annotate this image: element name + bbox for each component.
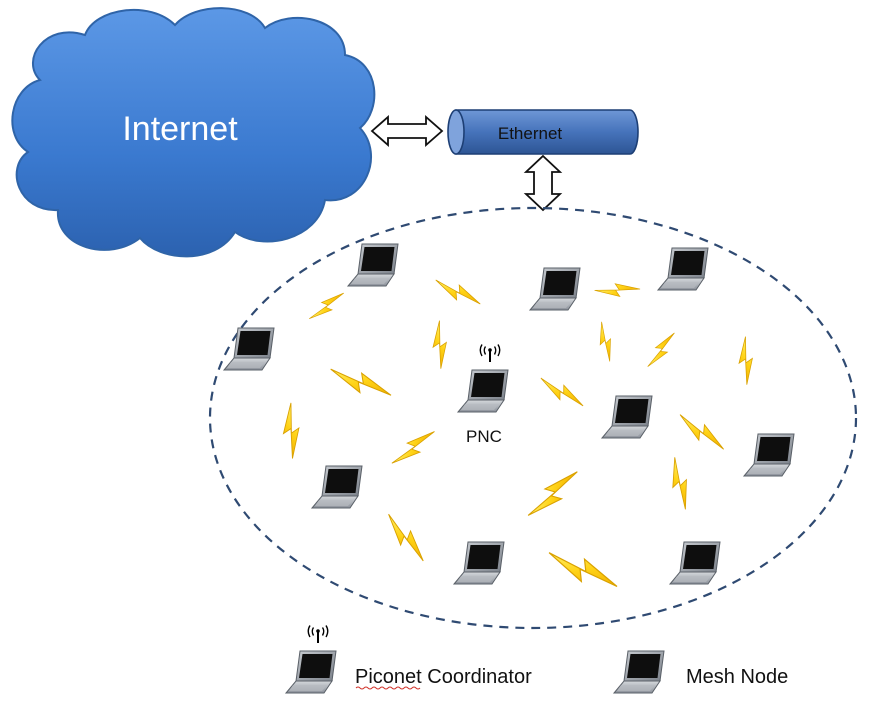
wireless-link-icon	[308, 284, 345, 327]
wireless-link-icon	[432, 279, 484, 305]
mesh-node-laptop-icon	[613, 650, 665, 694]
internet-cloud: Internet	[11, 7, 376, 258]
wireless-link-icon	[647, 327, 675, 372]
legend-mesh-node-label: Mesh Node	[686, 666, 788, 688]
mesh-node-laptop-icon	[529, 267, 581, 311]
ethernet-mesh-arrow	[523, 154, 563, 212]
wireless-link-icon	[545, 552, 621, 588]
mesh-node-laptop-icon	[601, 395, 653, 439]
coordinator-laptop-icon	[285, 650, 337, 694]
legend-coordinator: Piconet Coordinator	[285, 624, 532, 694]
legend-coordinator-label: Piconet Coordinator	[355, 666, 532, 688]
mesh-nodes	[223, 243, 795, 585]
wireless-link-icon	[673, 414, 731, 450]
ethernet-label: Ethernet	[498, 124, 563, 143]
ethernet-bus: Ethernet	[447, 109, 639, 155]
legend: Piconet Coordinator Mesh Node	[285, 624, 788, 694]
wireless-link-icon	[536, 377, 588, 407]
pnc-label: PNC	[466, 427, 502, 446]
wireless-link-icon	[424, 320, 456, 370]
antenna-icon	[479, 343, 501, 363]
legend-mesh-node: Mesh Node	[613, 650, 788, 694]
wireless-link-icon	[659, 456, 701, 510]
mesh-node-laptop-icon	[743, 433, 795, 477]
mesh-node-laptop-icon	[223, 327, 275, 371]
mesh-node-laptop-icon	[347, 243, 399, 287]
mesh-node-laptop-icon	[657, 247, 709, 291]
wireless-link-icon	[273, 402, 310, 459]
wireless-link-icon	[594, 275, 641, 305]
wireless-link-icon	[590, 321, 622, 362]
pnc-node: PNC	[457, 343, 509, 446]
wireless-link-icon	[377, 513, 435, 562]
mesh-network-boundary	[208, 206, 858, 630]
mesh-node-laptop-icon	[453, 541, 505, 585]
internet-ethernet-arrow	[370, 115, 444, 147]
wireless-links	[273, 275, 762, 588]
wireless-link-icon	[730, 336, 762, 386]
pnc-laptop-icon	[457, 369, 509, 413]
antenna-icon	[307, 624, 329, 644]
wireless-link-icon	[328, 368, 394, 396]
spellcheck-underline	[355, 686, 421, 690]
mesh-node-laptop-icon	[311, 465, 363, 509]
wireless-link-icon	[527, 460, 578, 527]
mesh-node-laptop-icon	[669, 541, 721, 585]
internet-label: Internet	[122, 110, 238, 148]
wireless-link-icon	[391, 421, 435, 474]
